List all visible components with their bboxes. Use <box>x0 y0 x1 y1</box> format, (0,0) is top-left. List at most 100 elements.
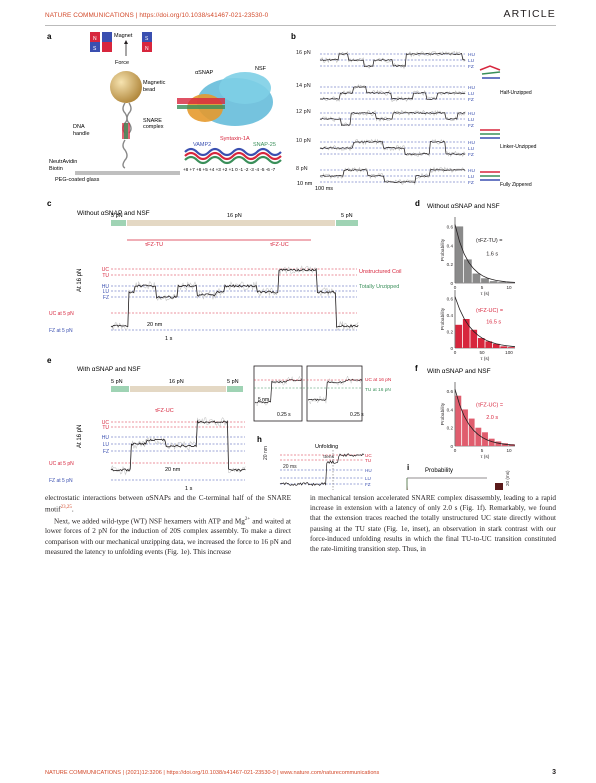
column-right: in mechanical tension accelerated SNARE … <box>310 493 556 554</box>
panel-c-letter: c <box>47 199 52 208</box>
paragraph-left-2: Next, we added wild-type (WT) NSF hexame… <box>45 516 291 556</box>
b-state-label: LU <box>468 174 475 180</box>
hist-ylabel: Probability <box>440 238 446 261</box>
figure-canvas: a SN NS Magnet Force Magnetic bead SNARE… <box>47 32 537 490</box>
label-magnet: Magnet <box>114 33 133 39</box>
hist-tau-value: 2.0 s <box>486 415 498 421</box>
b-force-label: 16 pN <box>296 50 311 56</box>
b-force-label: 14 pN <box>296 83 311 89</box>
c-annot-tu: Totally Unzipped <box>359 284 399 290</box>
c-bar-5pn-a: 5 pN <box>111 213 123 219</box>
panel-f-letter: f <box>415 364 418 373</box>
page-header: NATURE COMMUNICATIONS | https://doi.org/… <box>45 8 556 24</box>
b-state-label: HU <box>468 111 475 117</box>
hist-fit <box>454 296 516 348</box>
hist-xtick: 0 <box>454 285 457 290</box>
hist-xtick: 100 <box>505 350 513 355</box>
b-smoothed-trace <box>319 52 466 68</box>
panel-e-letter: e <box>47 356 52 365</box>
label-neutravidin: NeutrAvidin <box>49 159 77 165</box>
b-state-label: HU <box>468 85 475 91</box>
hist-tau-value: 1.6 s <box>486 251 498 257</box>
b-force-label: 8 pN <box>296 166 308 172</box>
b-raw-trace <box>319 138 466 158</box>
raw-trace <box>110 417 246 476</box>
hist-fit <box>454 389 516 446</box>
hist-bar <box>492 343 500 348</box>
b-raw-trace <box>319 84 466 103</box>
hist-ytick: 0 <box>450 281 453 286</box>
b-state-label: HU <box>468 140 475 146</box>
hist-bar <box>455 324 463 348</box>
doi-link[interactable]: https://doi.org/10.1038/s41467-021-23530… <box>139 12 269 19</box>
level-label: FZ <box>103 449 109 455</box>
paragraph-left-1: electrostatic interactions between αSNAP… <box>45 494 291 514</box>
c-ylabel: At 16 pN <box>77 269 83 292</box>
panel-h-letter: h <box>257 435 262 444</box>
e-bar-5pn-b: 5 pN <box>227 379 239 385</box>
e-inset-1 <box>253 365 303 422</box>
b-state-label: LU <box>468 146 475 152</box>
state-half-unzipped: Half-Unzipped <box>500 90 532 96</box>
h-scale-x: 20 ms <box>283 464 297 470</box>
svg-text:N: N <box>145 46 149 52</box>
hist-tau-label: (τFZ-UC) = <box>476 308 503 314</box>
hist-xtick: 0 <box>454 448 457 453</box>
hist-ytick: 0.2 <box>447 426 454 431</box>
svg-text:bead: bead <box>143 87 155 93</box>
level-label: TU <box>102 425 109 431</box>
b-state-label: HU <box>468 168 475 174</box>
c-annot-uc: Unstructured Coil <box>359 269 402 275</box>
hist-bar <box>485 341 493 348</box>
i-color-strip <box>495 483 503 503</box>
ref-label: UC at 5 pN <box>49 311 74 317</box>
snare-helix-bundle <box>184 147 282 165</box>
panel-e-title: With αSNAP and NSF <box>77 366 141 373</box>
hist-ytick: 0.2 <box>447 329 454 334</box>
hist-ytick: 0.4 <box>447 407 454 412</box>
c-tau-fz-tu: τFZ-TU <box>145 242 163 248</box>
b-force-label: 10 pN <box>296 138 311 144</box>
e-inset-scale-y: 5 nm <box>258 397 269 403</box>
hist-bar <box>455 395 462 446</box>
hist-ytick: 0 <box>450 346 453 351</box>
label-asnap: αSNAP <box>195 70 213 76</box>
svg-text:N: N <box>93 36 97 42</box>
hist-bar <box>506 282 515 283</box>
h-level-label: UC <box>365 453 372 458</box>
b-state-label: HU <box>468 52 475 58</box>
svg-text:S: S <box>93 46 97 52</box>
ref-label: FZ at 5 pN <box>49 328 73 334</box>
ref-label: UC at 5 pN <box>49 461 74 467</box>
panel-d-title: Without αSNAP and NSF <box>427 203 500 210</box>
panel-b-time: 100 ms <box>315 186 333 192</box>
hist-bar <box>481 278 489 283</box>
b-state-label: FZ <box>468 97 474 103</box>
inset-trace <box>254 379 303 404</box>
hist-bar <box>489 281 498 283</box>
i-curve-start <box>406 478 468 611</box>
magnet-icon: SN NS <box>90 32 152 52</box>
svg-text:S: S <box>145 36 149 42</box>
hist-bar <box>495 441 502 446</box>
hist-bar <box>475 427 482 446</box>
b-smoothed-trace <box>319 140 466 156</box>
i-curve-mid <box>406 478 463 610</box>
e-inset-uc16: UC at 16 pN <box>365 377 392 383</box>
h-trace <box>279 453 365 487</box>
level-label: UC <box>102 267 110 273</box>
hist-xtick: 50 <box>479 350 485 355</box>
hist-tau-label: (τFZ-TU) = <box>476 238 502 244</box>
e-inset-scale-x: 0.25 s <box>277 412 291 418</box>
hist-bar <box>462 319 470 348</box>
hist-bar <box>470 329 478 348</box>
e-scale-x: 1 s <box>185 486 193 490</box>
panel-f-title: With αSNAP and NSF <box>427 368 491 375</box>
svg-text:complex: complex <box>143 124 164 130</box>
b-state-label: FZ <box>468 64 474 70</box>
